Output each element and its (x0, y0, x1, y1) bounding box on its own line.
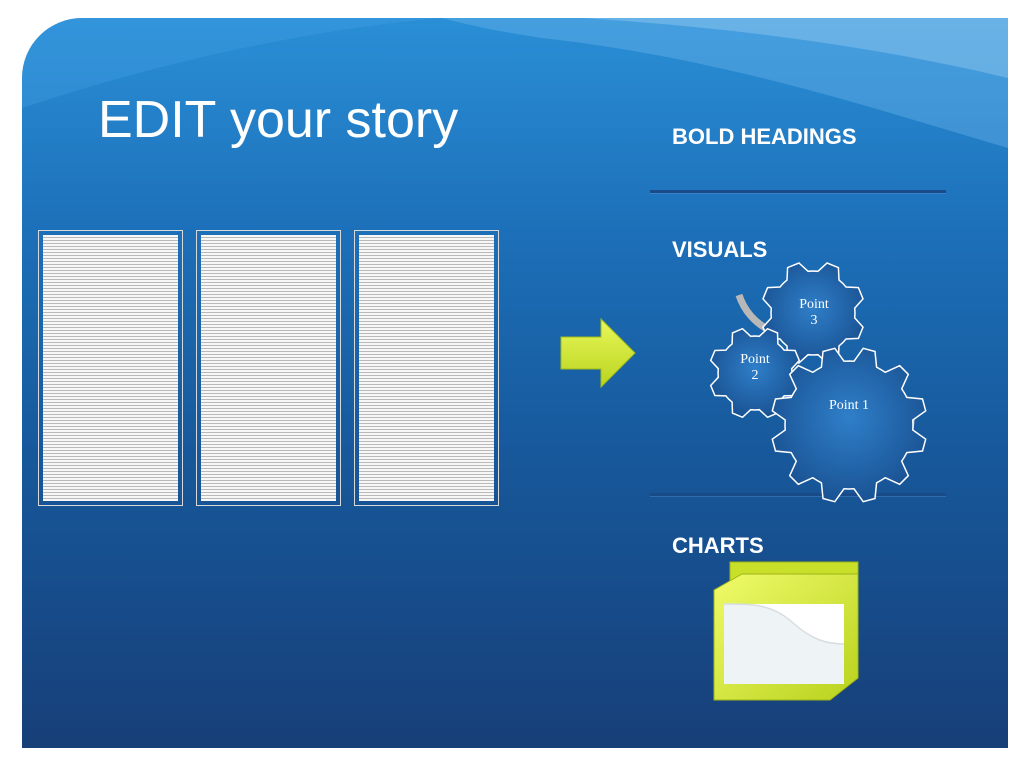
gear-label-point-1: Point 1 (828, 398, 870, 413)
document-page-3 (354, 230, 499, 506)
heading-charts: CHARTS (672, 533, 764, 558)
document-page-1 (38, 230, 183, 506)
gear-point-1 (771, 347, 927, 503)
gears-diagram (709, 262, 927, 503)
slide-title: EDIT your story (98, 91, 459, 149)
gear-p1-shape (771, 347, 927, 503)
background-swoosh (22, 18, 1008, 148)
gear-label-point-2: Point 2 (740, 352, 770, 383)
divider-bottom (650, 493, 946, 496)
heading-visuals: VISUALS (672, 237, 768, 262)
chart-folder-icon (713, 561, 859, 701)
document-page-2 (196, 230, 341, 506)
heading-bold-headings: BOLD HEADINGS (672, 124, 857, 149)
divider-top (650, 190, 946, 193)
gear-label-point-3: Point 3 (799, 297, 829, 328)
right-arrow-icon (560, 317, 636, 389)
